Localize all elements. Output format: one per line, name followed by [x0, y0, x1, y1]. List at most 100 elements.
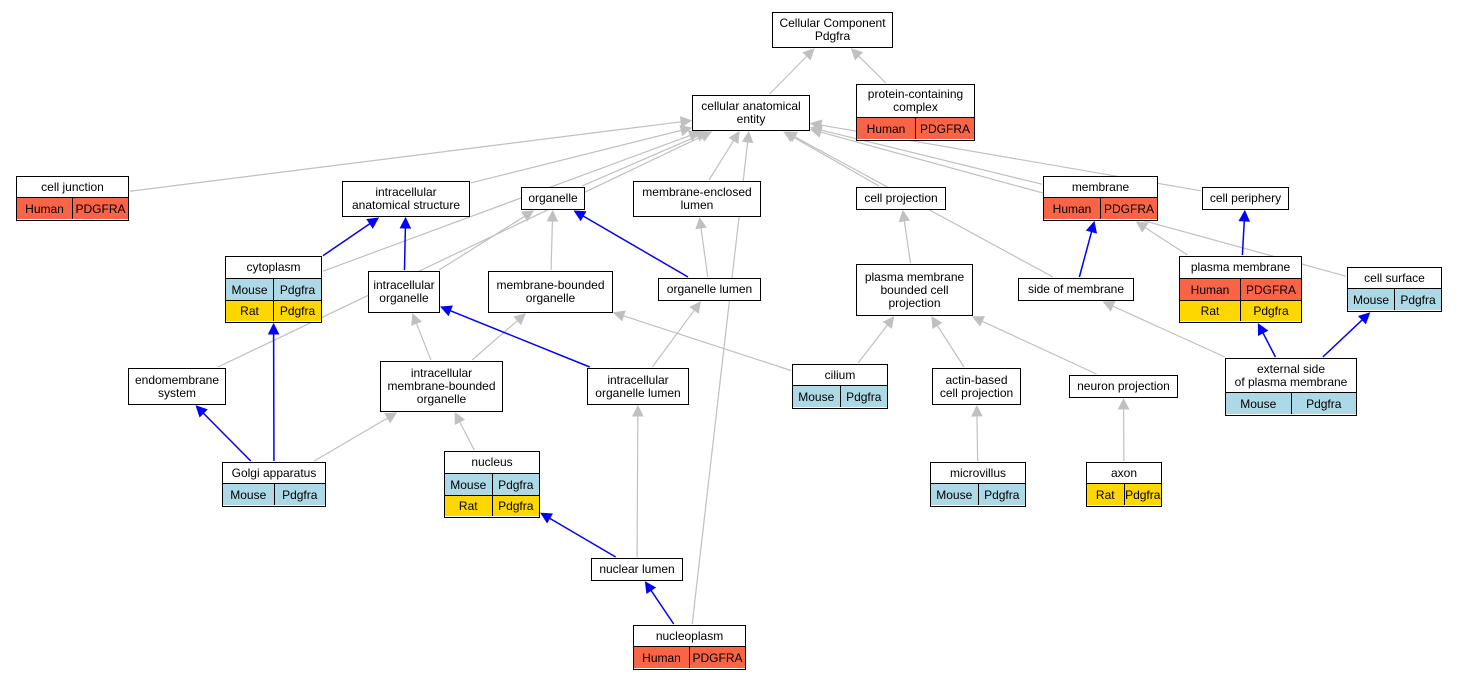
arrowhead-is_a	[612, 310, 626, 322]
edge-part_of-io-to-ias	[403, 227, 407, 271]
edge-is_a-mv-to-abcp	[976, 415, 979, 462]
edge-is_a-cil-to-mbo	[623, 315, 792, 372]
node-title: cell projection	[857, 188, 945, 209]
annotation-row-mouse: Mouse Pdgfra	[445, 474, 539, 495]
node-title-line: intracellular	[375, 185, 437, 199]
node-title: nuclear lumen	[592, 559, 682, 580]
node-title-line: bounded cell	[880, 282, 949, 297]
species-label: Mouse	[230, 487, 267, 502]
node-title: nucleus	[445, 452, 539, 474]
edge-is_a-cil-to-pmbcp	[857, 324, 889, 364]
arrowhead-is_a	[971, 316, 985, 327]
arrowhead-is_a	[632, 404, 644, 417]
edge-is_a-cj-to-cae	[129, 121, 682, 192]
gene-label: Pdgfra	[977, 484, 1026, 505]
node-org: organelle	[521, 187, 585, 210]
species-label: Mouse	[936, 487, 973, 502]
species-label: Rat	[458, 499, 478, 513]
arrowhead-part_of	[573, 210, 587, 222]
node-title-line: endomembrane	[134, 372, 220, 387]
edge-is_a-cyto-to-cae	[322, 134, 691, 272]
node-title: organelle	[522, 188, 584, 209]
node-title: Golgi apparatus	[223, 463, 325, 484]
node-title-line: cell projection	[939, 385, 1014, 400]
node-title-line: intracellular	[373, 278, 435, 292]
arrowhead-is_a	[931, 316, 943, 329]
species-label: Rat	[1095, 487, 1115, 502]
edge-is_a-ga-to-imbo	[313, 417, 388, 462]
gene-label: Pdgfra	[1290, 393, 1357, 414]
node-title-line: membrane-enclosed	[642, 185, 752, 199]
node-title-line: projection	[888, 295, 941, 310]
edge-is_a-pmbcp-to-cp	[903, 220, 912, 264]
edge-is_a-cae-to-cc	[769, 55, 808, 95]
edge-is_a-ol-to-mel	[700, 227, 709, 278]
node-title: axon	[1087, 463, 1161, 484]
node-title: cell junction	[17, 177, 128, 198]
node-title: membrane	[1044, 177, 1157, 198]
arrowhead-is_a	[695, 216, 707, 230]
node-title-line: system	[157, 385, 196, 400]
node-title: cytoplasm	[226, 257, 321, 279]
gene-label: Pdgfra	[273, 484, 326, 505]
edge-is_a-nuc-to-imbo	[459, 421, 475, 451]
arrowhead-is_a	[850, 48, 864, 61]
node-title-line: neuron projection	[1077, 379, 1170, 393]
node-title-line: cilium	[824, 367, 856, 382]
node-title-line: organelle lumen	[595, 385, 681, 400]
node-title-line: intracellular	[607, 372, 669, 387]
node-title-line: nucleoplasm	[655, 628, 724, 643]
edge-part_of-espm-to-pm	[1262, 332, 1277, 358]
node-np: neuron projection	[1069, 375, 1178, 398]
arrowhead-part_of	[1238, 209, 1251, 222]
edge-is_a-cp-to-cae	[792, 136, 880, 187]
node-title-line: entity	[736, 112, 766, 126]
edge-part_of-nucp-to-nl	[650, 589, 675, 625]
node-title-line: complex	[893, 100, 938, 114]
node-som: side of membrane	[1018, 278, 1134, 301]
arrowhead-is_a	[687, 130, 701, 142]
arrowhead-is_a	[384, 412, 398, 424]
annotation-row-mouse: Mouse Pdgfra	[931, 484, 1025, 505]
arrowhead-is_a	[454, 412, 466, 425]
node-title-line: nuclear lumen	[599, 562, 675, 576]
species-label: Mouse	[450, 477, 487, 492]
edge-is_a-espm-to-som	[1112, 305, 1226, 358]
node-title: side of membrane	[1019, 279, 1133, 300]
arrowhead-is_a	[546, 209, 559, 222]
arrowhead-is_a	[971, 404, 983, 417]
arrowhead-part_of	[1085, 220, 1098, 234]
arrowhead-is_a	[898, 209, 911, 223]
edge-is_a-io-to-org	[438, 215, 525, 271]
species-label: Mouse	[1352, 292, 1390, 307]
species-label: Mouse	[1240, 396, 1277, 411]
gene-label: Pdgfra	[491, 474, 540, 495]
gene-label: PDGFRA	[915, 118, 974, 139]
edge-is_a-abcp-to-pmbcp	[936, 325, 965, 368]
arrowhead-part_of	[644, 581, 657, 594]
